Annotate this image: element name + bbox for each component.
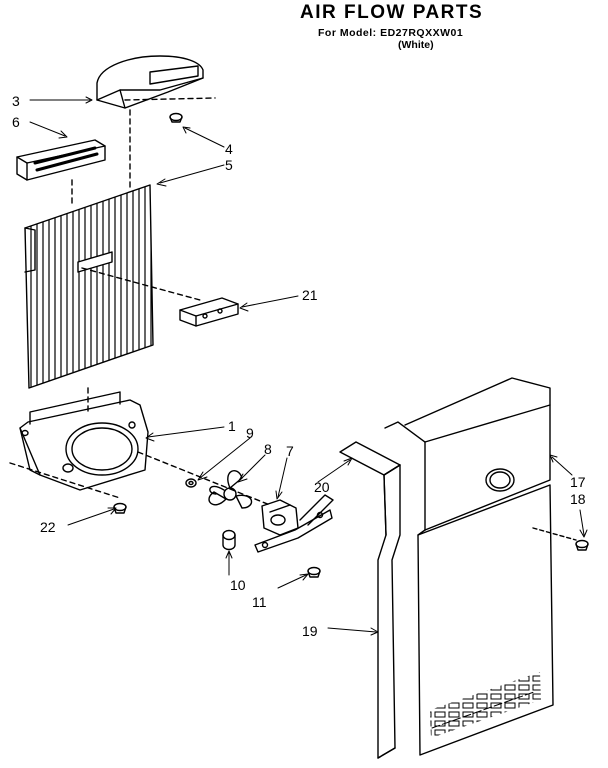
duct-insert-part bbox=[16, 139, 106, 181]
ribbed-panel-part bbox=[24, 184, 154, 389]
callout-8: 8 bbox=[264, 441, 272, 457]
callout-19: 19 bbox=[302, 623, 318, 639]
callout-9: 9 bbox=[246, 425, 254, 441]
evaporator-cover-part bbox=[384, 377, 554, 756]
callout-20: 20 bbox=[314, 479, 330, 495]
screw-part-4 bbox=[169, 112, 183, 123]
nut-part-9 bbox=[185, 478, 197, 488]
callout-1: 1 bbox=[228, 418, 236, 434]
callout-4: 4 bbox=[225, 141, 233, 157]
fan-shroud-part bbox=[19, 391, 149, 491]
bracket-part-21 bbox=[179, 297, 239, 327]
grommet-part-10 bbox=[222, 529, 236, 551]
leader-lines bbox=[29, 96, 588, 636]
callout-6: 6 bbox=[12, 114, 20, 130]
air-duct-cover-part bbox=[96, 55, 204, 109]
callout-10: 10 bbox=[230, 577, 246, 593]
diagram-title: AIR FLOW PARTS bbox=[300, 2, 484, 23]
screw-part-18 bbox=[575, 539, 589, 551]
louver-grille bbox=[430, 672, 541, 738]
screw-part-22 bbox=[113, 502, 127, 514]
callout-11: 11 bbox=[252, 594, 267, 610]
model-number: For Model: ED27RQXXW01 bbox=[318, 27, 464, 39]
callout-labels: 3 6 4 5 21 1 9 8 7 20 22 10 11 19 17 18 bbox=[12, 93, 586, 639]
long-channel-part bbox=[377, 464, 401, 759]
callout-22: 22 bbox=[40, 519, 56, 535]
callout-21: 21 bbox=[302, 287, 318, 303]
screw-part-11 bbox=[307, 566, 321, 578]
fan-motor-part bbox=[254, 494, 334, 553]
callout-18: 18 bbox=[570, 491, 586, 507]
model-color: (White) bbox=[398, 39, 434, 51]
callout-7: 7 bbox=[286, 443, 294, 459]
callout-17: 17 bbox=[570, 474, 586, 490]
callout-3: 3 bbox=[12, 93, 20, 109]
callout-5: 5 bbox=[225, 157, 233, 173]
